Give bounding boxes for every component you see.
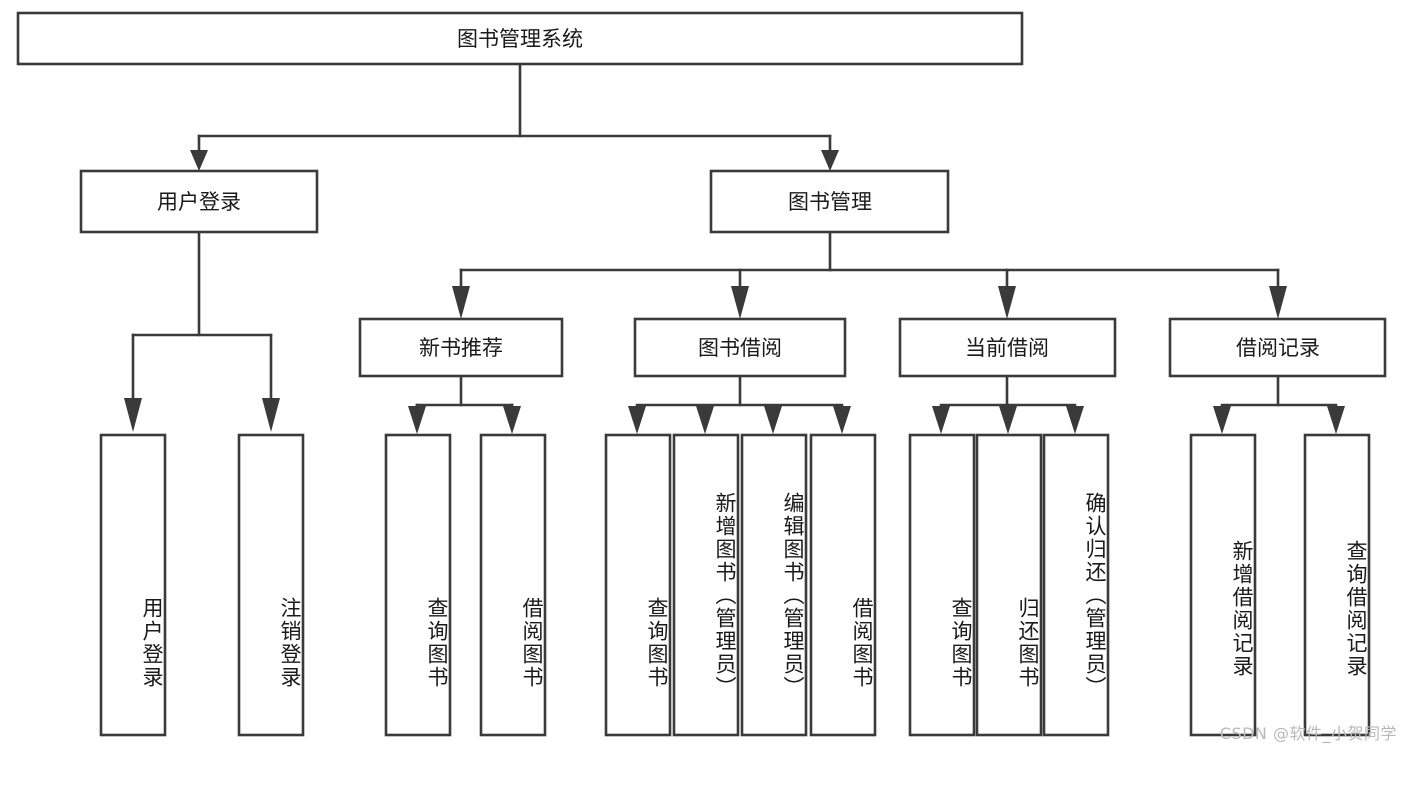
- node-label-new-book-recommend: 新书推荐: [419, 336, 503, 360]
- csdn-watermark: CSDN @软件_小贺同学: [1219, 724, 1397, 743]
- arrow-leaf-query-book-2: [628, 406, 646, 434]
- node-box-leaf-edit-book[interactable]: [740, 433, 808, 737]
- arrow-book-management: [821, 150, 839, 171]
- arrow-book-borrow: [731, 286, 749, 319]
- node-box-leaf-add-book[interactable]: [672, 433, 740, 737]
- node-box-leaf-query-book-1[interactable]: [384, 433, 452, 737]
- arrow-new-book-recommend: [452, 286, 470, 319]
- tree-diagram-svg: 图书管理系统 用户登录 图书管理 新书推荐 图书借阅 当前借阅 借阅记录: [16, 11, 1387, 737]
- diagram-canvas: 图书管理系统 用户登录 图书管理 新书推荐 图书借阅 当前借阅 借阅记录: [16, 11, 1397, 743]
- arrow-leaf-edit-book: [764, 406, 782, 434]
- arrow-leaf-borrow-book-2: [833, 406, 851, 434]
- arrow-leaf-return-book: [999, 406, 1017, 434]
- node-box-new-book-recommend[interactable]: [358, 317, 564, 378]
- arrow-leaf-add-record: [1213, 406, 1231, 434]
- node-label-user-login: 用户登录: [157, 190, 241, 214]
- arrow-leaf-query-record: [1327, 406, 1345, 434]
- node-label-current-borrow: 当前借阅: [965, 336, 1049, 360]
- node-box-leaf-query-record[interactable]: [1303, 433, 1371, 737]
- node-label-book-management: 图书管理: [788, 190, 872, 214]
- arrow-leaf-borrow-book-1: [503, 406, 521, 434]
- node-box-leaf-add-record[interactable]: [1189, 433, 1257, 737]
- node-box-leaf-confirm-return[interactable]: [1042, 433, 1110, 737]
- node-box-book-management[interactable]: [709, 169, 950, 234]
- arrow-leaf-query-book-1: [408, 406, 426, 434]
- node-box-leaf-query-book-3[interactable]: [908, 433, 976, 737]
- node-box-leaf-logout-login[interactable]: [237, 433, 305, 737]
- node-box-current-borrow[interactable]: [898, 317, 1117, 378]
- arrow-leaf-user-login: [124, 398, 142, 432]
- node-box-user-login[interactable]: [79, 169, 319, 234]
- node-box-book-borrow[interactable]: [633, 317, 847, 378]
- node-box-leaf-query-book-2[interactable]: [604, 433, 672, 737]
- node-box-borrow-record[interactable]: [1168, 317, 1387, 378]
- node-box-leaf-user-login[interactable]: [99, 433, 167, 737]
- node-label-borrow-record: 借阅记录: [1236, 336, 1320, 360]
- arrow-borrow-record: [1269, 286, 1287, 319]
- node-box-leaf-return-book[interactable]: [975, 433, 1043, 737]
- connector-layer: [124, 62, 1345, 434]
- node-box-root[interactable]: [16, 11, 1024, 66]
- node-layer: 图书管理系统 用户登录 图书管理 新书推荐 图书借阅 当前借阅 借阅记录: [16, 11, 1387, 737]
- arrow-user-login: [190, 150, 208, 171]
- node-label-book-borrow: 图书借阅: [698, 336, 782, 360]
- arrow-leaf-confirm-return: [1066, 406, 1084, 434]
- arrow-leaf-add-book: [696, 406, 714, 434]
- node-box-leaf-borrow-book-2[interactable]: [809, 433, 877, 737]
- node-label-root: 图书管理系统: [457, 27, 583, 51]
- node-box-leaf-borrow-book-1[interactable]: [479, 433, 547, 737]
- arrow-leaf-query-book-3: [932, 406, 950, 434]
- arrow-current-borrow: [998, 286, 1016, 319]
- arrow-leaf-logout-login: [262, 398, 280, 432]
